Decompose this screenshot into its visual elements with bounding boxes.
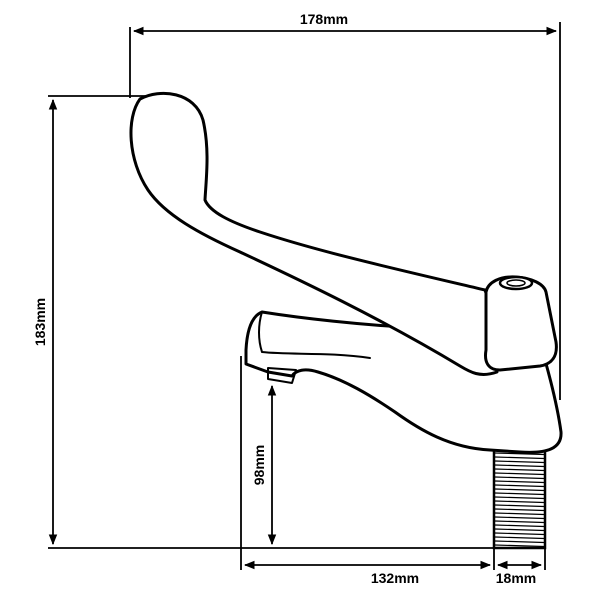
dimension-spout-height-98: 98mm (251, 384, 277, 546)
thread-line (494, 476, 545, 480)
thread-line (494, 540, 545, 544)
thread-line (494, 500, 545, 504)
thread-line (494, 492, 545, 496)
thread-line (494, 480, 545, 484)
thread-line (494, 496, 545, 500)
thread-line (494, 460, 545, 464)
height-label: 183mm (32, 298, 48, 346)
thread-label: 18mm (496, 570, 536, 586)
thread-line (494, 536, 545, 540)
dimension-width-178: 178mm (129, 11, 561, 400)
thread-line (494, 520, 545, 524)
thread-line (494, 488, 545, 492)
threaded-tail (492, 446, 547, 550)
thread-line (494, 512, 545, 516)
thread-line (494, 456, 545, 460)
thread-line (494, 516, 545, 520)
thread-line (494, 468, 545, 472)
thread-line (494, 524, 545, 528)
width-label: 178mm (300, 11, 348, 27)
thread-line (494, 452, 545, 456)
thread-line (494, 504, 545, 508)
thread-line (494, 532, 545, 536)
lever-hub (484, 275, 558, 372)
hub-cap-inner (506, 279, 526, 287)
dimension-reach-132: 132mm 18mm (240, 356, 546, 586)
thread-line (494, 544, 545, 548)
thread-line (494, 508, 545, 512)
spout-inner-edge (258, 311, 371, 359)
thread-line (494, 528, 545, 532)
spout-aerator (267, 367, 297, 384)
thread-line (494, 464, 545, 468)
spout-height-label: 98mm (251, 445, 267, 485)
thread-line (494, 484, 545, 488)
thread-line (494, 472, 545, 476)
dimension-height-183: 183mm (32, 95, 495, 549)
reach-label: 132mm (371, 570, 419, 586)
